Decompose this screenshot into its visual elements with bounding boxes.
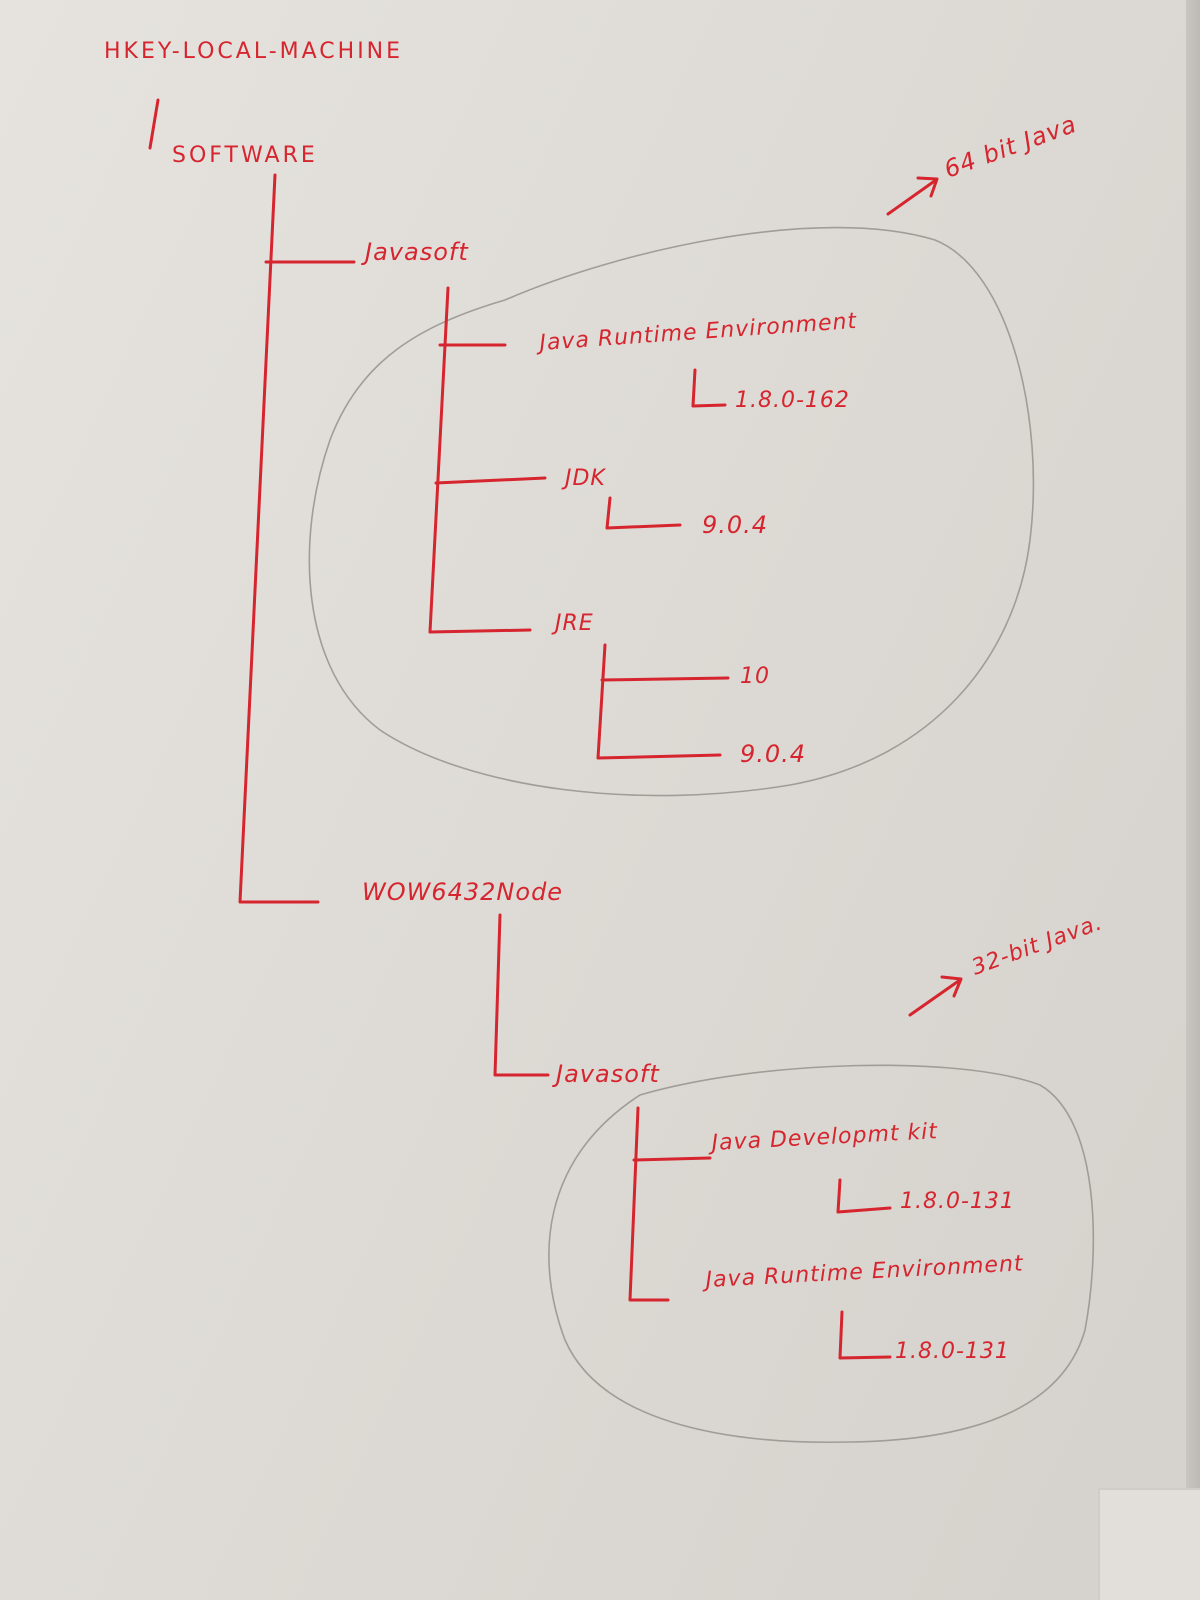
root-label: HKEY-LOCAL-MACHINE	[104, 39, 403, 64]
corner-paper	[1098, 1488, 1200, 1600]
branch-jdk	[434, 476, 547, 485]
javasoft-32-label: Javasoft	[552, 1060, 660, 1088]
jdk-version: 9.0.4	[702, 511, 768, 539]
pencil-circle-64bit	[308, 226, 1035, 797]
annotation-64bit: 64 bit Java	[940, 110, 1080, 184]
leaf-jre-env-version	[691, 368, 727, 408]
jre-version-10: 10	[740, 664, 770, 689]
jdk-kit-version: 1.8.0-131	[900, 1189, 1015, 1214]
jre-env-32-version: 1.8.0-131	[895, 1339, 1010, 1364]
pencil-circle-32bit	[548, 1064, 1095, 1444]
jre-env-64-label: Java Runtime Environment	[535, 309, 859, 356]
software-label: SOFTWARE	[172, 143, 318, 168]
leaf-jdk-version	[605, 496, 682, 530]
branch-jre-10	[600, 676, 730, 682]
branch-jdk-kit	[632, 1156, 712, 1162]
leaf-jre-env-32-version	[838, 1310, 892, 1360]
arrow-64bit	[886, 176, 939, 216]
software-trunk	[238, 173, 320, 904]
root-connector	[148, 98, 160, 150]
wow-label: WOW6432Node	[362, 878, 563, 906]
annotation-32bit: 32-bit Java.	[969, 910, 1106, 980]
jre-env-64-version: 1.8.0-162	[735, 388, 850, 413]
javasoft-64-label: Javasoft	[361, 238, 469, 266]
jre-trunk	[596, 643, 722, 760]
leaf-jdk-kit-version	[836, 1178, 892, 1214]
jdk-label: JDK	[561, 466, 606, 491]
desk-edge	[1186, 0, 1200, 1600]
javasoft-trunk	[428, 286, 532, 634]
jdk-kit-label: Java Developmt kit	[707, 1119, 939, 1156]
jre-env-32-label: Java Runtime Environment	[701, 1251, 1025, 1293]
javasoft-32-trunk	[628, 1106, 670, 1302]
wow-trunk	[493, 913, 550, 1077]
arrow-32bit	[908, 975, 963, 1017]
jre-label: JRE	[551, 611, 594, 636]
jre-version-904: 9.0.4	[740, 740, 806, 768]
